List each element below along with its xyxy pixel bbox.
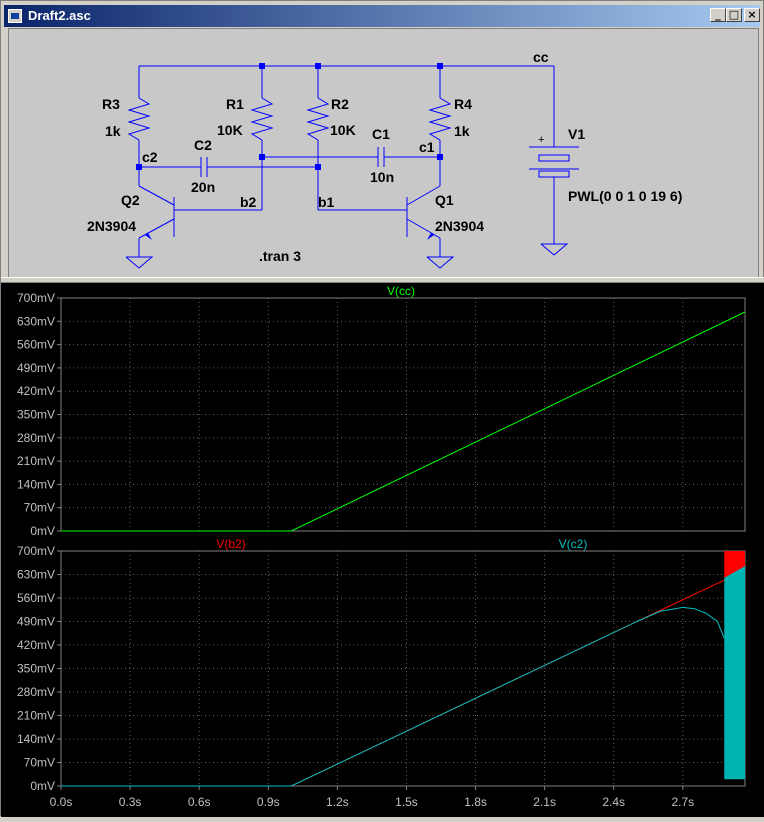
x-tick-label: 1.8s: [464, 795, 487, 809]
title-bar[interactable]: Draft2.asc _ □ ×: [4, 5, 760, 27]
waveform-canvas[interactable]: 0mV 70mV 140mV 210mV 280mV 350mV 420mV 490mV 560…: [1, 283, 764, 817]
y-tick-label: 210mV: [17, 709, 55, 723]
waveform-viewer[interactable]: 0mV 70mV 140mV 210mV 280mV 350mV 420mV 490mV 560…: [1, 283, 764, 817]
trace-vb2: [61, 577, 730, 787]
c1-name: C1: [372, 126, 390, 142]
q2-name: Q2: [121, 192, 140, 208]
trace-label-vb2: V(b2): [216, 537, 245, 551]
y-tick-label: 280mV: [17, 685, 55, 699]
trace-vcc: [61, 311, 746, 532]
y-tick-label: 140mV: [17, 732, 55, 746]
v1-value: PWL(0 0 1 0 19 6): [568, 188, 682, 204]
schematic-canvas[interactable]: cc R3 1k R1 10K R2 10K R4 1k C2 20n C1 1…: [9, 29, 758, 278]
x-tick-label: 0.0s: [50, 795, 73, 809]
x-tick-label: 2.4s: [602, 795, 625, 809]
schematic-icon: [8, 9, 22, 23]
r3-name: R3: [102, 96, 120, 112]
trace-label-vc2: V(c2): [559, 537, 588, 551]
y-tick-label: 700mV: [17, 291, 55, 305]
y-tick-label: 700mV: [17, 544, 55, 558]
r4-value: 1k: [454, 123, 470, 139]
net-label-c1: c1: [419, 139, 435, 155]
spice-directive: .tran 3: [259, 248, 301, 264]
minimize-button[interactable]: _: [710, 8, 726, 22]
trace-label-vcc: V(cc): [387, 284, 415, 298]
window-title: Draft2.asc: [28, 8, 91, 23]
y-tick-label: 560mV: [17, 591, 55, 605]
schematic-wires: [125, 65, 579, 269]
q1-name: Q1: [435, 192, 454, 208]
x-tick-label: 1.2s: [326, 795, 349, 809]
r2-name: R2: [331, 96, 349, 112]
y-tick-label: 630mV: [17, 314, 55, 328]
r3-value: 1k: [105, 123, 121, 139]
x-tick-label: 0.6s: [188, 795, 211, 809]
trace-vc2: [61, 606, 725, 787]
maximize-button[interactable]: □: [726, 8, 742, 22]
x-tick-label: 0.3s: [119, 795, 142, 809]
net-label-c2: c2: [142, 149, 158, 165]
r4-name: R4: [454, 96, 472, 112]
y-tick-label: 420mV: [17, 384, 55, 398]
close-button[interactable]: ×: [744, 8, 760, 22]
r1-value: 10K: [217, 122, 243, 138]
schematic-editor[interactable]: cc R3 1k R1 10K R2 10K R4 1k C2 20n C1 1…: [8, 28, 759, 279]
y-tick-label: 140mV: [17, 477, 55, 491]
plot-pane-2-frame: [60, 550, 746, 787]
c2-value: 20n: [191, 179, 215, 195]
y-tick-label: 210mV: [17, 454, 55, 468]
plot-pane-1-frame: [60, 297, 746, 532]
y-tick-label: 420mV: [17, 638, 55, 652]
q1-model: 2N3904: [435, 218, 484, 234]
y-tick-label: 630mV: [17, 568, 55, 582]
y-tick-label: 350mV: [17, 408, 55, 422]
v1-name: V1: [568, 126, 585, 142]
net-label-cc: cc: [533, 49, 549, 65]
x-tick-label: 0.9s: [257, 795, 280, 809]
y-tick-label: 70mV: [24, 501, 55, 515]
x-tick-label: 2.1s: [533, 795, 556, 809]
junction-dots: [136, 63, 443, 240]
y-tick-label: 350mV: [17, 662, 55, 676]
y-tick-label: 560mV: [17, 338, 55, 352]
y-tick-label: 490mV: [17, 361, 55, 375]
c1-value: 10n: [370, 169, 394, 185]
c2-name: C2: [194, 137, 212, 153]
y-tick-label: 0mV: [30, 779, 55, 793]
x-tick-label: 2.7s: [671, 795, 694, 809]
y-tick-label: 70mV: [24, 756, 55, 770]
y-tick-label: 280mV: [17, 431, 55, 445]
y-tick-label: 0mV: [30, 524, 55, 538]
y-tick-label: 490mV: [17, 615, 55, 629]
r2-value: 10K: [330, 122, 356, 138]
v1-plus-sign: +: [538, 134, 544, 146]
net-label-b2: b2: [240, 194, 257, 210]
q2-model: 2N3904: [87, 218, 136, 234]
pane-splitter[interactable]: [1, 277, 764, 283]
net-label-b1: b1: [318, 194, 335, 210]
r1-name: R1: [226, 96, 244, 112]
trace-vc2-oscillation: [724, 566, 745, 780]
x-tick-label: 1.5s: [395, 795, 418, 809]
